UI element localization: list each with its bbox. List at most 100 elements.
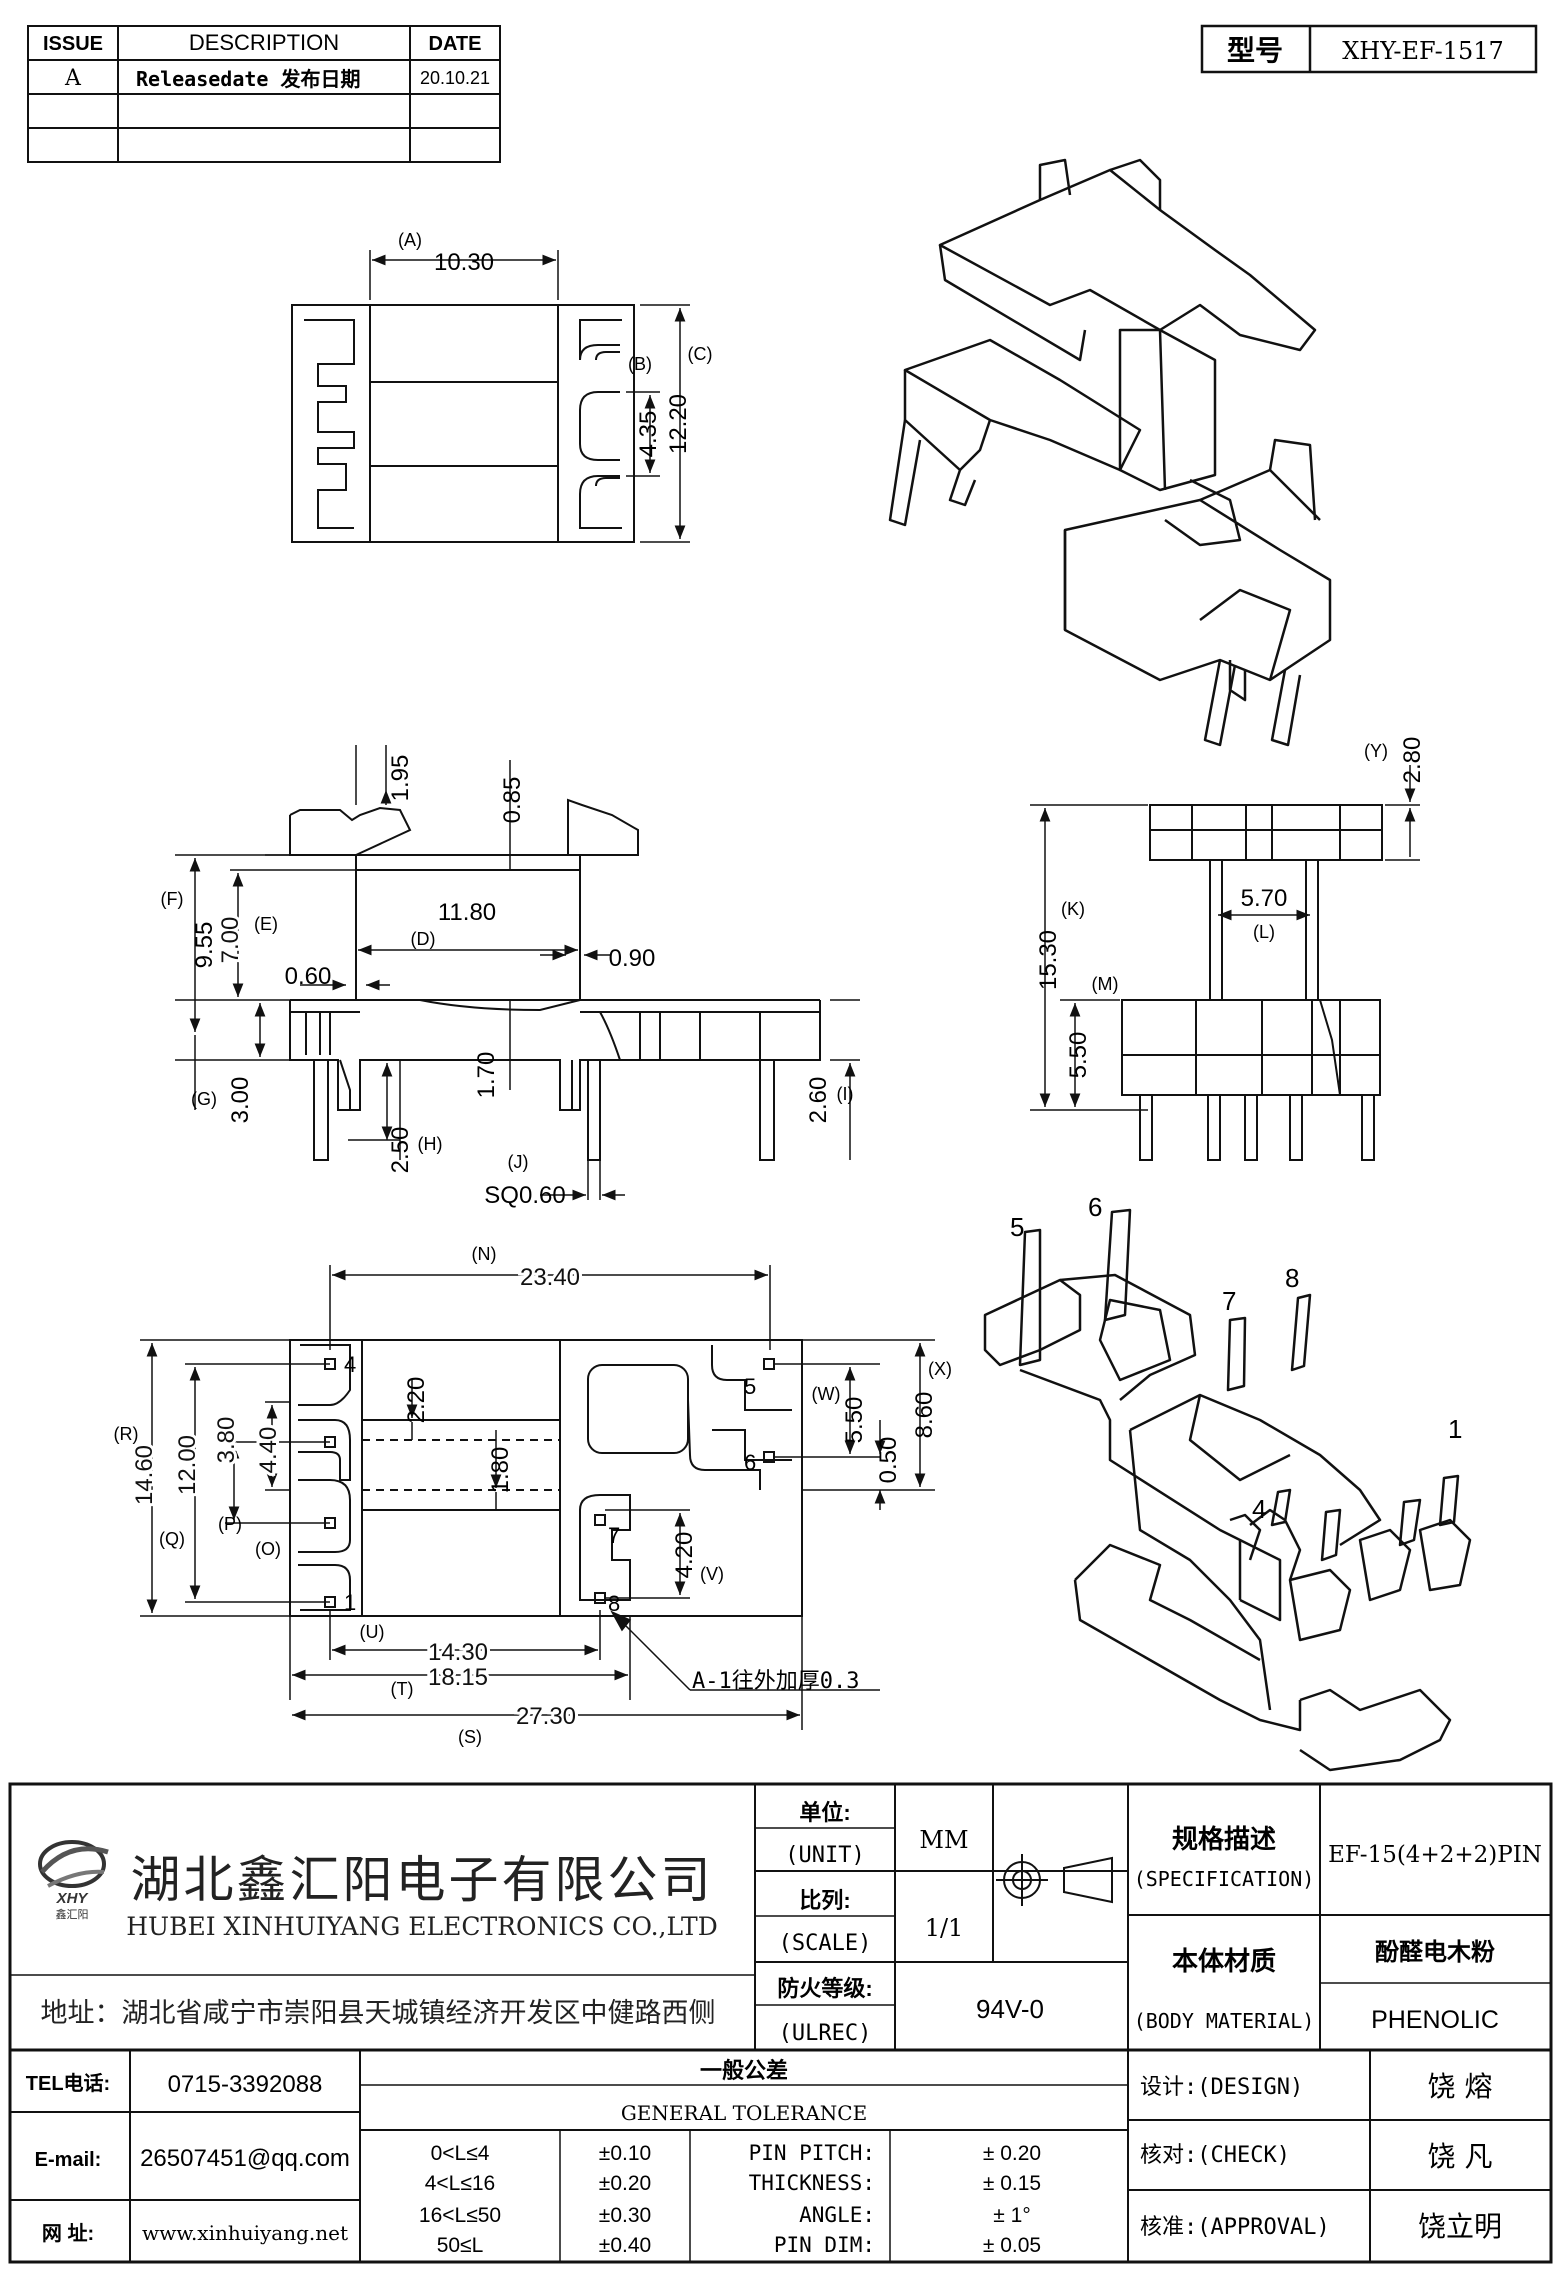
projection-symbol-icon — [996, 1854, 1113, 1906]
iso-pin-label-8: 8 — [1285, 1263, 1299, 1293]
side-view-dimensions — [1030, 765, 1420, 1111]
check-label: 核对:(CHECK) — [1140, 2143, 1290, 2168]
dim-a-value: 10.30 — [434, 249, 494, 276]
dim-s-value: 27.30 — [516, 1703, 576, 1730]
tol-item-angle: ANGLE: — [799, 2203, 875, 2227]
dim-m-tag: (M) — [1092, 974, 1119, 994]
web-value: www.xinhuiyang.net — [142, 2221, 348, 2245]
spec-label-en: (SPECIFICATION) — [1134, 1867, 1315, 1891]
email-label: E-mail: — [35, 2149, 102, 2171]
ul-value: 94V-0 — [976, 1994, 1044, 2024]
bottom-view-dimensions — [140, 1265, 935, 1730]
revision-table — [27, 25, 501, 163]
iso-pin-label-6: 6 — [1088, 1192, 1102, 1222]
dim-n-tag: (N) — [472, 1244, 497, 1264]
top-view-dimensions — [369, 250, 690, 543]
unit-label-cn: 单位: — [799, 1800, 850, 1825]
dim-r-tag: (R) — [114, 1424, 139, 1444]
dim-i-value: 2.60 — [805, 1077, 832, 1124]
dim-y-value: 2.80 — [1399, 737, 1426, 784]
logo-text: XHY — [56, 1890, 90, 1907]
dim-w-value: 5.50 — [841, 1397, 868, 1444]
dim-j-value: SQ0.60 — [484, 1182, 565, 1209]
iso-pin-label-7: 7 — [1222, 1286, 1236, 1316]
dim-180-value: 1.80 — [487, 1447, 514, 1494]
logo-subtext: 鑫汇阳 — [56, 1907, 89, 1921]
dim-f-value: 9.55 — [191, 922, 218, 969]
pin-label-1: 1 — [344, 1590, 356, 1615]
dim-d-tag: (D) — [411, 929, 436, 949]
dim-v-tag: (V) — [700, 1564, 724, 1584]
company-name-en: HUBEI XINHUIYANG ELECTRONICS CO.,LTD — [126, 1912, 718, 1941]
tel-label: TEL电话: — [26, 2072, 110, 2095]
tolerance-title-en: GENERAL TOLERANCE — [621, 2101, 867, 2125]
dim-l-value: 5.70 — [1241, 885, 1288, 912]
email-value: 26507451@qq.com — [140, 2145, 350, 2172]
dim-h-value: 2.50 — [387, 1127, 414, 1174]
dim-090-value: 0.90 — [609, 945, 656, 972]
dim-195-value: 1.95 — [387, 755, 414, 802]
tol-value-3: ±0.30 — [599, 2204, 651, 2227]
dim-e-tag: (E) — [254, 914, 278, 934]
approval-name: 饶立明 — [1418, 2210, 1502, 2243]
dim-g-value: 3.00 — [227, 1077, 254, 1124]
dim-t-value: 18.15 — [428, 1664, 488, 1691]
tol-range-2: 4<L≤16 — [425, 2172, 496, 2195]
tol-item-value-4: ± 0.05 — [983, 2234, 1041, 2257]
tel-value: 0715-3392088 — [168, 2071, 323, 2098]
dim-k-value: 15.30 — [1035, 930, 1062, 990]
tol-item-thickness: THICKNESS: — [749, 2171, 875, 2195]
rev-header-date: DATE — [429, 33, 482, 55]
dim-170-value: 1.70 — [473, 1052, 500, 1099]
dim-f-tag: (F) — [161, 889, 184, 909]
design-name: 饶 熔 — [1428, 2070, 1493, 2103]
dim-060-value: 0.60 — [285, 963, 332, 990]
dim-g-tag: (G) — [191, 1089, 217, 1109]
tol-value-2: ±0.20 — [599, 2172, 651, 2195]
company-address: 地址：湖北省咸宁市崇阳县天城镇经济开发区中健路西侧 — [41, 1998, 716, 2029]
dim-o-value: 4.40 — [255, 1427, 282, 1474]
iso-pin-label-5: 5 — [1010, 1212, 1024, 1242]
dim-050-value: 0.50 — [875, 1437, 902, 1484]
pin-label-6: 6 — [744, 1450, 756, 1475]
dim-d-value: 11.80 — [438, 899, 496, 926]
rev-description-a: Releasedate 发布日期 — [136, 67, 361, 91]
dim-u-value: 14.30 — [428, 1639, 488, 1666]
dim-o-tag: (O) — [255, 1539, 281, 1559]
spec-value: EF-15(4+2+2)PIN — [1328, 1842, 1542, 1868]
dim-y-tag: (Y) — [1364, 741, 1388, 761]
dim-085-value: 0.85 — [499, 777, 526, 824]
rev-date-a: 20.10.21 — [420, 68, 490, 88]
dim-b-value: 4.35 — [635, 411, 662, 458]
check-name: 饶 凡 — [1428, 2140, 1493, 2173]
pin-label-7: 7 — [608, 1523, 620, 1548]
ul-label-en: (ULREC) — [779, 2021, 872, 2046]
model-value: XHY-EF-1517 — [1342, 37, 1504, 65]
unit-label-en: (UNIT) — [785, 1843, 864, 1868]
front-view-drawing — [289, 798, 821, 1161]
dim-e-value: 7.00 — [217, 917, 244, 964]
pin-label-4: 4 — [344, 1352, 356, 1377]
isometric-view-top — [888, 158, 1332, 747]
rev-header-issue: ISSUE — [43, 33, 103, 55]
model-box — [1200, 24, 1538, 74]
dim-t-tag: (T) — [391, 1679, 414, 1699]
tol-item-value-1: ± 0.20 — [983, 2142, 1041, 2165]
tol-item-pin-dim: PIN DIM: — [774, 2233, 875, 2257]
company-logo-icon — [38, 1840, 109, 1888]
dim-l-tag: (L) — [1253, 922, 1275, 942]
dim-h-tag: (H) — [418, 1134, 443, 1154]
dim-u-tag: (U) — [360, 1622, 385, 1642]
dim-n-value: 23.40 — [520, 1264, 580, 1291]
dim-r-value: 14.60 — [131, 1445, 158, 1505]
scale-label-cn: 比列: — [799, 1888, 850, 1913]
web-label: 网 址: — [42, 2222, 94, 2245]
dim-s-tag: (S) — [458, 1727, 482, 1747]
front-view-dimensions — [175, 745, 860, 1201]
rev-issue-a: A — [64, 66, 82, 91]
tol-range-3: 16<L≤50 — [419, 2204, 501, 2227]
dim-m-value: 5.50 — [1065, 1032, 1092, 1079]
unit-value: MM — [919, 1826, 968, 1854]
dim-c-tag: (C) — [688, 344, 713, 364]
tol-value-4: ±0.40 — [599, 2234, 651, 2257]
